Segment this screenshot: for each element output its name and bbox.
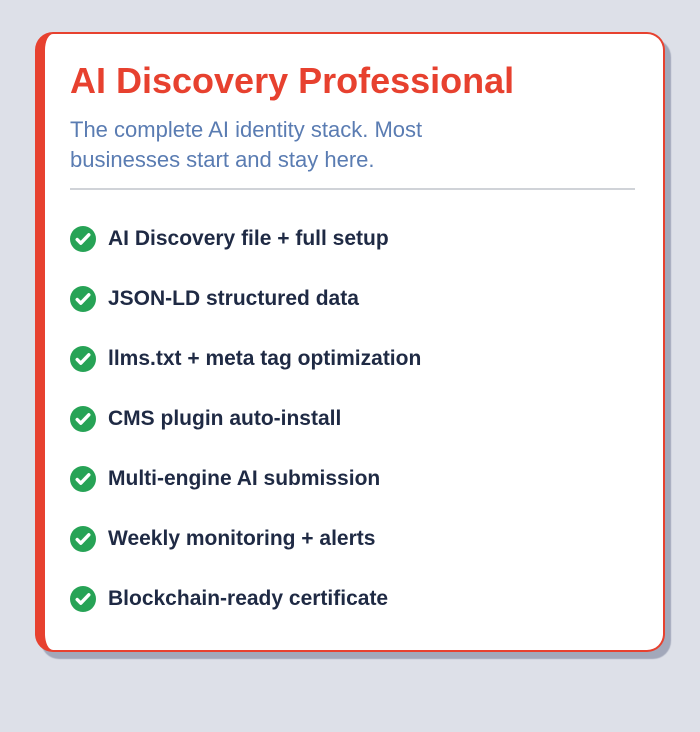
feature-label: llms.txt + meta tag optimization [108,347,422,371]
plan-subtitle-line1: The complete AI identity stack. Most [70,117,423,143]
feature-item: AI Discovery file + full setup [70,226,635,253]
feature-item: JSON-LD structured data [70,286,635,313]
plan-card: AI Discovery Professional The complete A… [35,32,665,653]
feature-label: Blockchain-ready certificate [108,587,389,611]
check-circle-icon [70,466,96,493]
check-circle-icon [70,286,96,313]
feature-label: AI Discovery file + full setup [108,227,389,251]
feature-item: CMS plugin auto-install [70,406,635,433]
plan-subtitle-line2: businesses start and stay here. [70,147,375,173]
plan-title: AI Discovery Professional [70,60,515,101]
feature-list: AI Discovery file + full setup JSON-LD s… [70,226,635,613]
feature-label: Multi-engine AI submission [108,467,381,491]
feature-label: JSON-LD structured data [108,287,359,311]
feature-item: Multi-engine AI submission [70,466,635,493]
feature-item: Blockchain-ready certificate [70,586,635,613]
check-circle-icon [70,226,96,253]
plan-subtitle: The complete AI identity stack. Most bus… [70,115,635,175]
feature-item: Weekly monitoring + alerts [70,526,635,553]
check-circle-icon [70,406,96,433]
feature-label: Weekly monitoring + alerts [108,527,376,551]
check-circle-icon [70,346,96,373]
check-circle-icon [70,526,96,553]
feature-item: llms.txt + meta tag optimization [70,346,635,373]
divider [70,188,635,191]
check-circle-icon [70,586,96,613]
feature-label: CMS plugin auto-install [108,407,342,431]
